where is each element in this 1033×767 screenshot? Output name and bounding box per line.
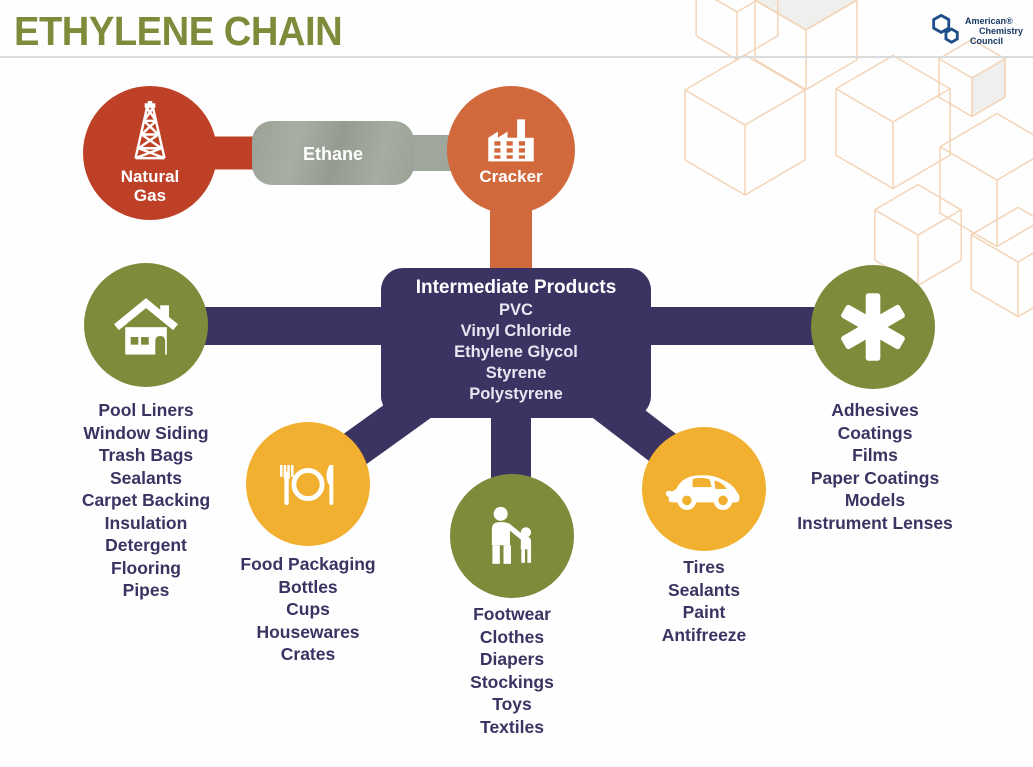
list-item: Tires [683,557,725,577]
asterisk-icon [841,293,905,361]
list-item: Pool Liners [98,400,194,420]
list-item: Bottles [278,576,338,597]
list-item: Window Siding [83,422,209,443]
list-item: Ethylene Glycol [454,343,578,361]
list-item: Trash Bags [98,445,194,465]
list-item: Carpet Backing [81,490,211,510]
home-products-node [84,263,208,387]
list-item: Toys [492,694,532,714]
acc-logo-line: Council [970,36,1003,46]
list-item: Flooring [111,557,181,578]
list-item: Styrene [485,364,547,382]
list-item: Films [852,445,898,465]
natural-gas-node: Natural Gas [83,86,217,220]
cracker-label: Cracker [479,167,543,186]
list-item: Stockings [470,671,554,692]
natural-gas-label: Natural Gas [120,167,180,205]
list-item: Paper Coatings [810,467,940,488]
car-icon [665,475,740,510]
acc-logo-line: American® [965,16,1013,26]
oil-derrick-icon [134,101,166,160]
list-item: Adhesives [831,400,919,420]
food-plate-icon [279,464,334,505]
list-item: Detergent [105,535,187,555]
page-title: ETHYLENE CHAIN [14,8,343,54]
ethane-node: Ethane [252,121,414,185]
list-item: Polystyrene [469,385,563,403]
list-item: Footwear [473,604,551,624]
factory-icon [488,119,534,162]
house-icon [114,298,178,355]
acc-logo: American® Chemistry Council [928,10,1028,50]
apparel-products-node [450,474,574,598]
food-products-node [246,422,370,546]
list-item: Food Packaging [240,554,376,574]
list-item: Coatings [837,422,913,443]
list-item: Models [844,490,906,510]
acc-logo-text: American® Chemistry Council [965,10,1023,50]
list-item: Insulation [104,512,188,533]
ethane-label: Ethane [302,143,363,164]
header-divider [0,56,1033,58]
list-item: Vinyl Chloride [460,322,572,340]
list-item: Antifreeze [661,624,747,645]
auto-products-node [642,427,766,551]
list-item: Diapers [479,649,545,669]
specialty-products-node [811,265,935,389]
cracker-node: Cracker [447,86,575,214]
list-item: Cups [286,599,330,619]
list-item: Clothes [479,626,545,647]
background-cubes-decoration [684,0,1033,318]
list-item: Housewares [256,621,360,642]
list-item: Pipes [122,580,170,600]
list-item: Instrument Lenses [797,512,953,533]
list-item: PVC [499,301,533,319]
list-item: Crates [280,644,336,664]
intermediate-products-title: Intermediate Products [415,277,617,298]
adult-child-icon [491,506,532,564]
list-item: Sealants [110,467,182,488]
acc-hexagons-icon [932,13,959,44]
list-item: Textiles [480,716,544,737]
acc-logo-line: Chemistry [979,26,1024,36]
list-item: Paint [682,602,726,622]
list-item: Sealants [668,579,740,600]
